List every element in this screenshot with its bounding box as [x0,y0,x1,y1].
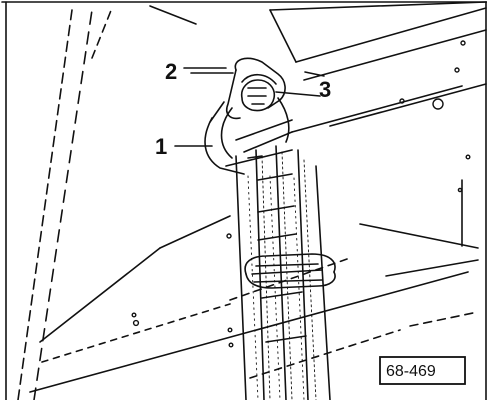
callout-2-label: 2 [165,59,177,84]
reference-code-text: 68-469 [386,363,436,380]
reference-code-box: 68-469 [379,356,466,385]
fastener-holes [131,40,471,348]
callout-1-label: 1 [155,134,167,159]
callout-3-label: 3 [319,77,331,102]
